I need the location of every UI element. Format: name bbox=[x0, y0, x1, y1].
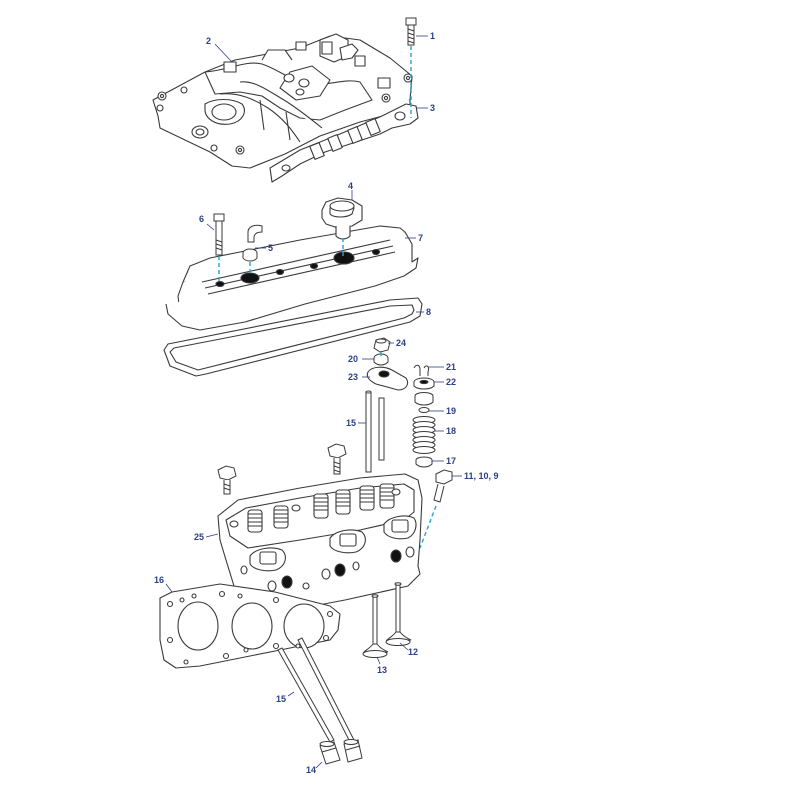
intake-gasket[interactable] bbox=[270, 104, 418, 182]
valve-spring[interactable] bbox=[413, 417, 435, 454]
callout-12: 12 bbox=[408, 647, 418, 657]
oil-seal[interactable] bbox=[419, 408, 429, 413]
callout-14: 14 bbox=[306, 765, 316, 775]
callout-15-upper: 15 bbox=[346, 418, 356, 428]
spring-seat[interactable] bbox=[416, 457, 432, 467]
head-gasket[interactable] bbox=[160, 584, 340, 668]
exhaust-valve[interactable] bbox=[363, 595, 388, 658]
rocker-nut[interactable] bbox=[374, 338, 390, 352]
pivot-ball[interactable] bbox=[374, 354, 388, 365]
callout-15-lower: 15 bbox=[276, 694, 286, 704]
callout-4: 4 bbox=[348, 181, 353, 191]
intake-bolt[interactable] bbox=[406, 18, 416, 45]
cylinder-head[interactable] bbox=[218, 474, 422, 612]
head-bolt-center[interactable] bbox=[328, 444, 346, 474]
head-bolt-right[interactable] bbox=[434, 470, 452, 502]
valve-cover-gasket[interactable] bbox=[164, 298, 422, 376]
pcv-grommet[interactable] bbox=[243, 225, 262, 261]
pushrod-upper[interactable] bbox=[366, 391, 384, 472]
callout-11-10-9: 11, 10, 9 bbox=[464, 471, 499, 481]
intake-manifold[interactable] bbox=[153, 34, 412, 168]
intake-valve[interactable] bbox=[386, 583, 411, 646]
callout-3: 3 bbox=[430, 103, 435, 113]
callout-18: 18 bbox=[446, 426, 456, 436]
callout-1: 1 bbox=[430, 31, 435, 41]
callout-7: 7 bbox=[418, 233, 423, 243]
valve-cover-bolt[interactable] bbox=[214, 214, 224, 255]
callout-13: 13 bbox=[377, 665, 387, 675]
callout-2: 2 bbox=[206, 36, 211, 46]
callout-16: 16 bbox=[154, 575, 164, 585]
hydraulic-lifter[interactable] bbox=[320, 740, 362, 765]
callout-6: 6 bbox=[199, 214, 204, 224]
callout-21: 21 bbox=[446, 362, 456, 372]
callout-19: 19 bbox=[446, 406, 456, 416]
callout-20: 20 bbox=[348, 354, 358, 364]
oil-filler-cap[interactable] bbox=[322, 198, 362, 239]
callout-22: 22 bbox=[446, 377, 456, 387]
callout-5: 5 bbox=[268, 243, 273, 253]
callout-8: 8 bbox=[426, 307, 431, 317]
valve-lock[interactable] bbox=[414, 365, 429, 376]
callout-25: 25 bbox=[194, 532, 204, 542]
shield-cap[interactable] bbox=[415, 393, 433, 406]
callout-24: 24 bbox=[396, 338, 406, 348]
leader-lines bbox=[165, 35, 462, 769]
head-bolt-left[interactable] bbox=[218, 466, 236, 494]
valve-cover[interactable] bbox=[166, 226, 418, 330]
callout-labels: 1 2 3 4 5 6 7 8 11, 10, 9 12 13 14 15 15… bbox=[154, 31, 499, 775]
callout-17: 17 bbox=[446, 456, 456, 466]
pushrod-lower[interactable] bbox=[278, 638, 354, 742]
callout-23: 23 bbox=[348, 372, 358, 382]
rocker-arm[interactable] bbox=[367, 367, 407, 390]
spring-cap[interactable] bbox=[414, 378, 434, 389]
